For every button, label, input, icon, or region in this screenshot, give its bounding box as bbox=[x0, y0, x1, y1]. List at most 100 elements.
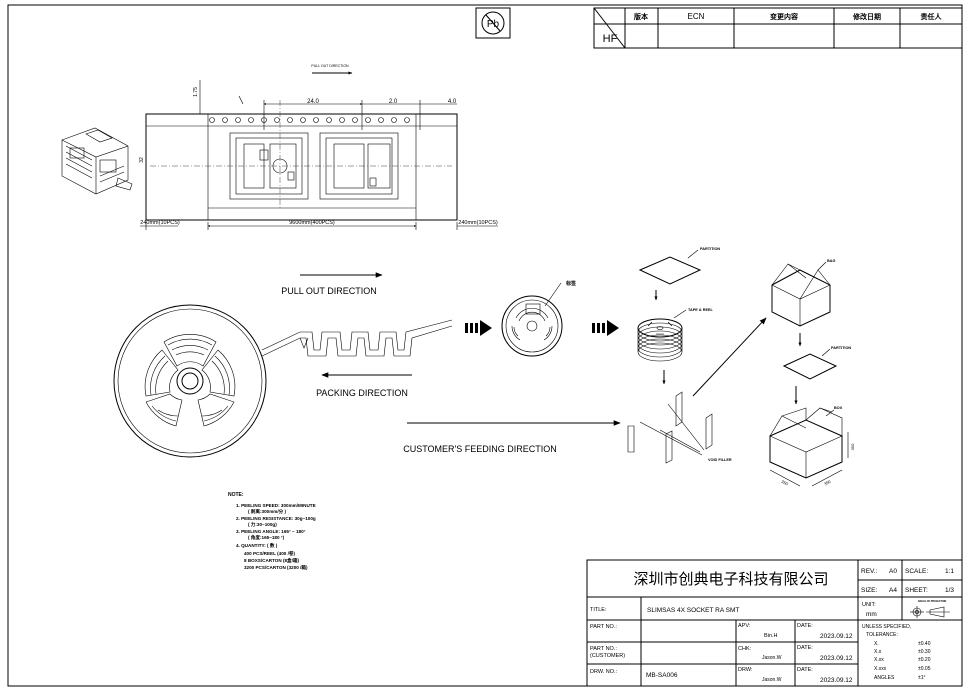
tape-reel-stack bbox=[637, 309, 687, 362]
reel-small bbox=[501, 282, 563, 357]
dim-center-length: 9600mm(400PCS) bbox=[289, 220, 335, 226]
dim-2: 2.0 bbox=[389, 99, 398, 105]
rev-value: A0 bbox=[889, 568, 897, 575]
tolerance-value: ±0.40 bbox=[918, 641, 931, 647]
dim-32: 32 bbox=[139, 157, 145, 163]
note-line: ( 角度:165~180 °) bbox=[248, 534, 285, 541]
projection-symbol bbox=[910, 606, 950, 618]
connector-isometric bbox=[61, 127, 133, 195]
partition-top bbox=[638, 249, 702, 285]
customer-feeding-label: CUSTOMER'S FEEDING DIRECTION bbox=[403, 444, 557, 454]
tolerance-value: ±0.05 bbox=[918, 666, 931, 672]
note-line: 3200 PCS/CARTON (3200 /箱) bbox=[244, 564, 308, 571]
pull-out-small-arrow: PULL OUT DIRECTION bbox=[311, 64, 353, 75]
drw-date-label: DATE: bbox=[797, 667, 813, 673]
tolerance-heading-1: UNLESS SPECIFIED, bbox=[862, 624, 911, 630]
part-no-customer-label: PART NO.: bbox=[590, 646, 617, 652]
tolerance-key: ANGLES bbox=[874, 675, 895, 681]
notes-block: NOTE: 1. PEELING SPEED: 300mm/MINUTE ( 剥… bbox=[228, 492, 316, 571]
tolerance-key: X.xx bbox=[874, 657, 884, 663]
pull-out-small-label: PULL OUT DIRECTION bbox=[311, 64, 349, 68]
bag-label: BAG bbox=[827, 259, 835, 263]
rev-header-ecn: ECN bbox=[688, 12, 705, 21]
packing-direction-label: PACKING DIRECTION bbox=[316, 388, 408, 398]
note-line: 1. PEELING SPEED: 300mm/MINUTE bbox=[236, 503, 316, 508]
label-mark-text: 标签 bbox=[565, 280, 577, 287]
part-no-label: PART NO.: bbox=[590, 624, 617, 630]
title-block: 深圳市创典电子科技有限公司 REV.: A0 SCALE: 1:1 SIZE: … bbox=[586, 559, 963, 687]
tolerance-key: X.xxx bbox=[874, 666, 887, 672]
apv-value: Bin.H bbox=[764, 633, 777, 639]
apv-label: APV: bbox=[738, 623, 751, 629]
unit-label: UNIT: bbox=[862, 602, 876, 608]
sheet-value: 1/3 bbox=[945, 587, 954, 594]
tolerance-key: X. bbox=[874, 641, 879, 647]
note-line: 4. QUANTITY: ( 数 ) bbox=[236, 542, 278, 549]
hf-mark: HF bbox=[603, 33, 618, 45]
chk-date-label: DATE: bbox=[797, 645, 813, 651]
tape-feed bbox=[261, 319, 453, 357]
rev-label: REV.: bbox=[861, 568, 878, 575]
tolerance-value: ±0.20 bbox=[918, 657, 931, 663]
stripe-arrow-1 bbox=[465, 320, 492, 336]
tape-reel-label: TAPE & REEL bbox=[688, 308, 714, 312]
dim-1-75: 1.75 bbox=[193, 87, 199, 97]
unit-value: mm bbox=[866, 611, 877, 618]
bag-box bbox=[771, 261, 831, 327]
carrier-tape-drawing: 24.0 2.0 4.0 1.75 32 240mm(10PCS) 9600mm… bbox=[139, 80, 498, 230]
drw-value: Jason.W bbox=[762, 677, 782, 683]
note-line: 3. PEELING ANGLE: 165° ~ 180° bbox=[236, 529, 306, 534]
tolerance-value: ±1° bbox=[918, 675, 926, 681]
dim-4: 4.0 bbox=[448, 99, 457, 105]
tolerance-value: ±0.30 bbox=[918, 649, 931, 655]
carton-box bbox=[769, 407, 849, 487]
drw-label: DRW: bbox=[738, 667, 753, 673]
scale-value: 1:1 bbox=[945, 568, 954, 575]
tolerance-heading-2: TOLERANCE: bbox=[866, 632, 898, 638]
notes-title: NOTE: bbox=[228, 492, 244, 498]
sheet-border bbox=[7, 4, 963, 687]
box-dim-depth: 350 bbox=[823, 479, 832, 487]
company-name: 深圳市创典电子科技有限公司 bbox=[633, 570, 828, 588]
projection-label: ANGLE OF PROJECTION bbox=[918, 600, 947, 603]
pull-out-direction-label: PULL OUT DIRECTION bbox=[281, 286, 377, 296]
partition-right-label: PARTITION bbox=[831, 346, 851, 350]
rev-header-owner: 责任人 bbox=[921, 12, 943, 21]
void-filler bbox=[627, 391, 713, 464]
box-dim-height: 350 bbox=[850, 443, 855, 450]
chk-label: CHK: bbox=[738, 646, 752, 652]
chk-value: Jason.W bbox=[762, 655, 782, 661]
drw-no-value: MB-SA006 bbox=[646, 672, 678, 679]
note-line: 8 BOXS/CARTON (8盒/箱) bbox=[244, 557, 300, 564]
void-filler-label: VOID FILLER bbox=[708, 458, 732, 462]
pb-text: Pb bbox=[487, 19, 500, 30]
note-line: 2. PEELING RESISTANCE: 30g~100g bbox=[236, 516, 316, 521]
rev-header-content: 变更内容 bbox=[770, 12, 798, 21]
box-label: BOX bbox=[834, 406, 843, 410]
note-line: ( 力:30~100g) bbox=[248, 521, 277, 528]
apv-date-label: DATE: bbox=[797, 623, 813, 629]
stripe-arrow-2 bbox=[592, 320, 619, 336]
revision-table: HF 版本 ECN 变更内容 修改日期 责任人 bbox=[593, 7, 963, 49]
dim-left-length: 240mm(10PCS) bbox=[140, 220, 180, 226]
drw-no-label: DRW. NO.: bbox=[590, 669, 618, 675]
note-line: ( 剥离:300mm/分 ) bbox=[248, 508, 287, 515]
rev-header-version: 版本 bbox=[634, 12, 648, 21]
scale-label: SCALE: bbox=[905, 568, 928, 575]
reel-large bbox=[113, 304, 267, 458]
note-line: 400 PCS/REEL (400 /卷) bbox=[244, 550, 295, 557]
chk-date-value: 2023.09.12 bbox=[820, 655, 853, 662]
sheet-label: SHEET: bbox=[905, 587, 928, 594]
title-value: SLIMSAS 4X SOCKET RA SMT bbox=[647, 607, 739, 614]
dim-right-length: 240mm(10PCS) bbox=[458, 220, 498, 226]
part-no-customer-sub: (CUSTOMER) bbox=[590, 653, 625, 659]
rev-header-date: 修改日期 bbox=[852, 12, 881, 21]
box-dim-width: 350 bbox=[781, 479, 790, 487]
partition-top-label: PARTITION bbox=[700, 247, 720, 251]
partition-right bbox=[782, 348, 838, 380]
title-label: TITLE: bbox=[590, 607, 607, 613]
drw-date-value: 2023.09.12 bbox=[820, 677, 853, 684]
size-label: SIZE: bbox=[861, 587, 877, 594]
dim-pitch: 24.0 bbox=[307, 99, 319, 105]
